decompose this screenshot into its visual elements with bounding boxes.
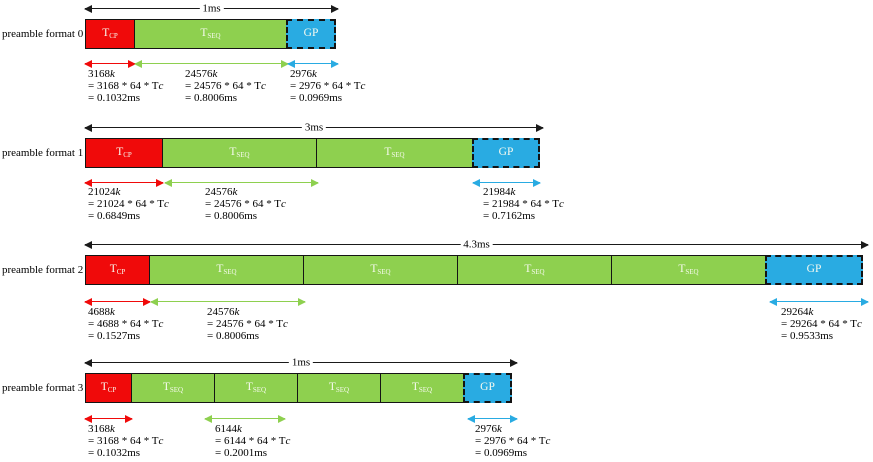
gp-duration-arrow xyxy=(472,178,541,187)
tseq-annotation: 24576k = 24576 * 64 * Tc = 0.8006ms xyxy=(207,306,288,342)
tcp-duration-arrow xyxy=(84,59,136,68)
preamble-bar: TCP TSEQ GP xyxy=(85,19,338,49)
tcp-duration-arrow xyxy=(84,414,133,423)
tcp-annotation: 21024k = 21024 * 64 * Tc = 0.6849ms xyxy=(88,186,169,222)
segment-tseq: TSEQ xyxy=(162,138,317,168)
segment-label: GP xyxy=(806,263,822,275)
tcp-annotation: 4688k = 4688 * 64 * Tc = 0.1527ms xyxy=(88,306,164,342)
row-label: preamble format 0 xyxy=(2,28,84,40)
segment-tseq: TSEQ xyxy=(214,373,298,403)
segment-label: GP xyxy=(480,381,495,393)
segment-label: TSEQ xyxy=(216,263,237,276)
segment-gp: GP xyxy=(286,19,336,49)
tseq-duration-arrow xyxy=(134,59,289,68)
segment-tseq: TSEQ xyxy=(380,373,464,403)
preamble-bar: TCP TSEQ TSEQ GP xyxy=(85,138,543,168)
preamble-bar: TCP TSEQ TSEQ TSEQ TSEQ GP xyxy=(85,373,517,403)
segment-label: TSEQ xyxy=(524,263,545,276)
gp-annotation: 2976k = 2976 * 64 * Tc = 0.0969ms xyxy=(290,68,366,104)
gp-duration-arrow xyxy=(287,59,339,68)
segment-label: TSEQ xyxy=(328,381,350,394)
total-duration-label: 3ms xyxy=(301,121,327,134)
segment-label: TCP xyxy=(116,146,132,159)
segment-label: TSEQ xyxy=(678,263,699,276)
total-duration-arrow: 4.3ms xyxy=(84,238,869,251)
tcp-duration-arrow xyxy=(84,297,151,306)
segment-label: TSEQ xyxy=(162,381,184,394)
segment-tseq: TSEQ xyxy=(316,138,473,168)
segment-label: GP xyxy=(498,146,514,158)
segment-gp: GP xyxy=(765,255,863,285)
segment-label: TCP xyxy=(100,381,117,394)
tcp-annotation: 3168k = 3168 * 64 * Tc = 0.1032ms xyxy=(88,68,164,104)
segment-tseq: TSEQ xyxy=(303,255,458,285)
total-duration-label: 1ms xyxy=(288,356,314,369)
segment-label: TSEQ xyxy=(384,146,405,159)
segment-gp: GP xyxy=(463,373,512,403)
segment-label: TCP xyxy=(102,27,118,40)
segment-label: TSEQ xyxy=(200,27,221,40)
row-label: preamble format 1 xyxy=(2,147,84,159)
tseq-duration-arrow xyxy=(164,178,319,187)
tseq-duration-arrow xyxy=(150,297,306,306)
gp-annotation: 21984k = 21984 * 64 * Tc = 0.7162ms xyxy=(483,186,564,222)
row-label: preamble format 2 xyxy=(2,264,84,276)
preamble-bar: TCP TSEQ TSEQ TSEQ TSEQ GP xyxy=(85,255,868,285)
total-duration-arrow: 1ms xyxy=(84,356,518,369)
tseq-annotation: 24576k = 24576 * 64 * Tc = 0.8006ms xyxy=(185,68,266,104)
segment-gp: GP xyxy=(472,138,540,168)
tcp-annotation: 3168k = 3168 * 64 * Tc = 0.1032ms xyxy=(88,423,164,459)
segment-tseq: TSEQ xyxy=(134,19,287,49)
tcp-duration-arrow xyxy=(84,178,164,187)
tseq-duration-arrow xyxy=(204,414,286,423)
gp-duration-arrow xyxy=(769,297,869,306)
tseq-annotation: 24576k = 24576 * 64 * Tc = 0.8006ms xyxy=(205,186,286,222)
segment-tseq: TSEQ xyxy=(149,255,304,285)
segment-label: TSEQ xyxy=(229,146,250,159)
total-duration-label: 4.3ms xyxy=(460,238,493,251)
segment-label: TCP xyxy=(109,263,126,276)
segment-tcp: TCP xyxy=(85,255,150,285)
segment-label: TSEQ xyxy=(411,381,433,394)
segment-label: TSEQ xyxy=(245,381,267,394)
segment-tseq: TSEQ xyxy=(457,255,612,285)
segment-tcp: TCP xyxy=(85,19,135,49)
gp-duration-arrow xyxy=(467,414,518,423)
total-duration-arrow: 1ms xyxy=(84,2,339,15)
segment-tseq: TSEQ xyxy=(131,373,215,403)
row-label: preamble format 3 xyxy=(2,382,84,394)
tseq-annotation: 6144k = 6144 * 64 * Tc = 0.2001ms xyxy=(215,423,291,459)
total-duration-arrow: 3ms xyxy=(84,121,544,134)
segment-label: TSEQ xyxy=(370,263,391,276)
segment-tcp: TCP xyxy=(85,138,163,168)
segment-label: GP xyxy=(303,27,319,39)
segment-tcp: TCP xyxy=(85,373,132,403)
total-duration-label: 1ms xyxy=(199,2,224,15)
segment-tseq: TSEQ xyxy=(297,373,381,403)
gp-annotation: 29264k = 29264 * 64 * Tc = 0.9533ms xyxy=(781,306,862,342)
gp-annotation: 2976k = 2976 * 64 * Tc = 0.0969ms xyxy=(475,423,551,459)
segment-tseq: TSEQ xyxy=(611,255,766,285)
